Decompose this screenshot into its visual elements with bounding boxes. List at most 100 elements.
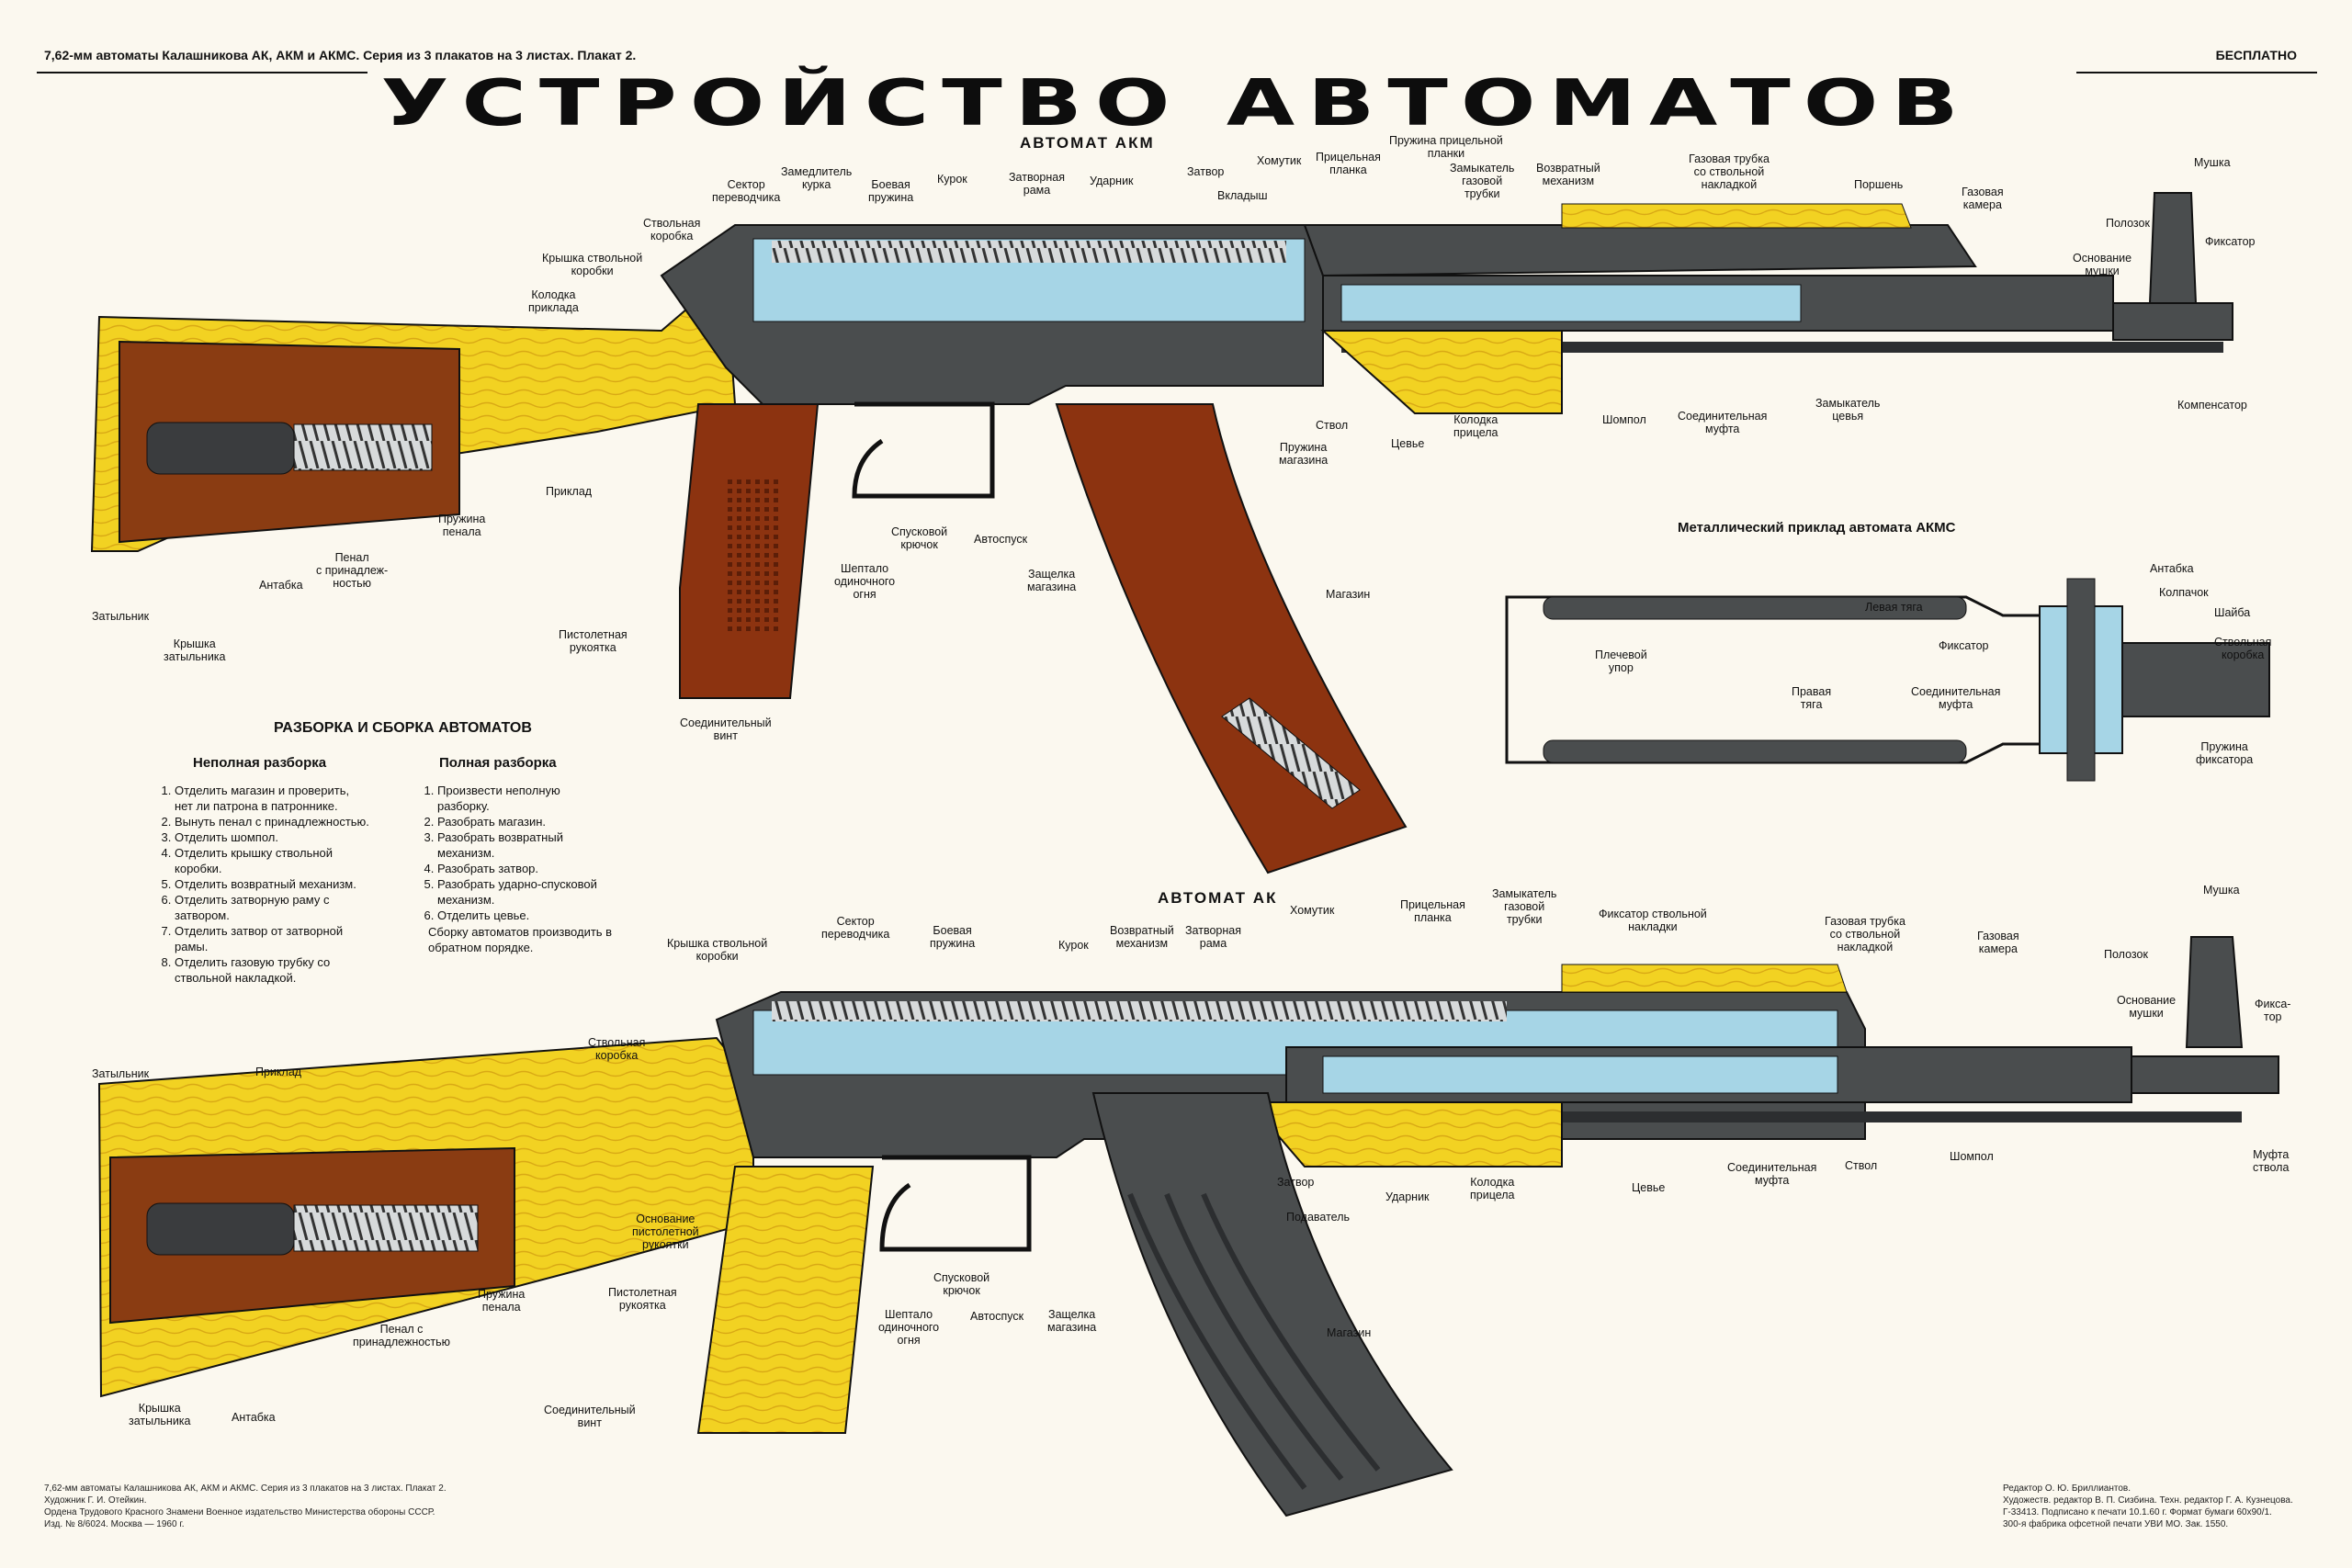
akm-label-cleaning-rod: Шомпол — [1602, 413, 1646, 426]
ak-upper-handguard — [1561, 964, 1848, 993]
akms-frame — [1505, 595, 2051, 764]
ak-lower-handguard — [1247, 1101, 1563, 1168]
akm-label-compensator: Компенсатор — [2177, 399, 2247, 412]
partial-step: Отделить крышку ствольной коробки. — [175, 845, 432, 876]
ak-rifle-drawing — [97, 936, 2279, 1517]
ak-label-auto-sear: Автоспуск — [970, 1310, 1024, 1323]
akm-label-gas-chamber: Газовая камера — [1962, 186, 2004, 211]
ak-label-oil-case: Пенал с принадлежностью — [353, 1323, 451, 1348]
akm-front-sight — [2148, 192, 2198, 304]
ak-oil-case-spring — [293, 1204, 479, 1252]
akm-label-firing-pin: Ударник — [1090, 175, 1134, 187]
footer-imprint-left: 7,62-мм автоматы Калашникова АК, АКМ и А… — [44, 1483, 447, 1529]
ak-front-sight — [2185, 936, 2244, 1048]
akms-label-receiver: Ствольная коробка — [2214, 636, 2272, 661]
ak-label-front-sight: Мушка — [2203, 884, 2240, 897]
akm-label-stock: Приклад — [546, 485, 593, 498]
akm-label-sear: Шептало одиночного огня — [834, 562, 896, 601]
ak-label-return-mechanism: Возвратный механизм — [1110, 924, 1174, 950]
ak-pistol-grip — [696, 1166, 875, 1434]
full-step: Разобрать магазин. — [437, 814, 658, 829]
akm-label-bolt: Затвор — [1187, 165, 1225, 178]
ak-label-handguard-detent: Фиксатор ствольной накладки — [1599, 908, 1707, 933]
akm-label-sight-spring: Пружина прицельной планки — [1389, 134, 1503, 160]
akm-label-front-sight: Мушка — [2194, 156, 2231, 169]
ak-label-receiver-cover: Крышка ствольной коробки — [667, 937, 768, 963]
ak-magazine-ribs — [1127, 1192, 1381, 1490]
ak-label-sear: Шептало одиночного огня — [878, 1308, 940, 1347]
akm-label-connecting-screw: Соединительный винт — [680, 716, 772, 742]
akm-magazine — [1055, 403, 1408, 874]
akm-label-selector: Сектор переводчика — [712, 178, 781, 204]
ak-label-buttplate: Затыльник — [92, 1067, 150, 1080]
akm-oil-case-spring — [293, 423, 433, 471]
ak-label-sight-leaf: Прицельная планка — [1400, 898, 1465, 924]
full-disassembly-title: Полная разборка — [439, 755, 557, 771]
akm-compensator — [2112, 302, 2233, 341]
full-step: Произвести неполную разборку. — [437, 783, 658, 814]
footer-imprint-right: Редактор О. Ю. Бриллиантов. Художеств. р… — [2003, 1483, 2293, 1529]
ak-label-gas-tube-lock: Замыкатель газовой трубки — [1492, 887, 1557, 926]
assembly-note: Сборку автоматов производить в обратном … — [428, 925, 613, 954]
partial-step: Отделить магазин и проверить, нет ли пат… — [175, 783, 432, 814]
akms-title: Металлический приклад автомата АКМС — [1678, 520, 1956, 536]
akm-label-hammer: Курок — [937, 173, 967, 186]
ak-label-stock: Приклад — [255, 1066, 302, 1078]
akm-label-hammer-retarder: Замедлитель курка — [781, 165, 853, 191]
akms-label-detent-spring: Пружина фиксатора — [2196, 740, 2254, 766]
akm-gas-tube — [1303, 224, 1977, 277]
akm-label-sling-swivel: Антабка — [259, 579, 303, 592]
ak-label-receiver: Ствольная коробка — [588, 1036, 646, 1062]
akm-grip-texture — [726, 478, 781, 634]
ak-label-detent: Фикса- тор — [2255, 998, 2291, 1023]
akms-right-rod — [1543, 739, 1967, 763]
partial-disassembly-steps: Отделить магазин и проверить, нет ли пат… — [154, 783, 432, 986]
partial-step: Отделить возвратный механизм. — [175, 876, 432, 892]
akm-label-barrel: Ствол — [1316, 419, 1349, 432]
akm-label-detent: Фиксатор — [2205, 235, 2256, 248]
partial-step: Вынуть пенал с принадлежностью. — [175, 814, 432, 829]
akm-magazine-spring — [1221, 697, 1361, 809]
ak-label-hammer: Курок — [1058, 939, 1089, 952]
akm-label-handguard-lock: Замыкатель цевья — [1815, 397, 1881, 423]
akm-return-spring — [772, 241, 1286, 263]
ak-label-connecting-screw: Соединительный винт — [544, 1404, 636, 1429]
ak-muzzle — [2131, 1055, 2279, 1094]
ak-oil-case — [146, 1202, 295, 1256]
akm-label-receiver: Ствольная коробка — [643, 217, 701, 243]
akm-label-gas-tube: Газовая трубка со ствольной накладкой — [1689, 152, 1770, 191]
ak-label-buttplate-cover: Крышка затыльника — [129, 1402, 191, 1427]
ak-label-selector: Сектор переводчика — [821, 915, 890, 941]
ak-trigger-guard — [879, 1155, 1032, 1252]
partial-step: Отделить затвор от затворной рамы. — [175, 923, 432, 954]
ak-label-bolt-carrier: Затворная рама — [1185, 924, 1241, 950]
ak-label-pistol-grip: Пистолетная рукоятка — [608, 1286, 677, 1312]
ak-label-rear-sight-block: Колодка прицела — [1470, 1176, 1515, 1201]
akm-label-magazine: Магазин — [1326, 588, 1371, 601]
akm-label-slide: Полозок — [2106, 217, 2150, 230]
akms-label-washer: Шайба — [2214, 606, 2251, 619]
assembly-title: РАЗБОРКА И СБОРКА АВТОМАТОВ — [274, 720, 532, 736]
akm-label-mag-catch: Защелка магазина — [1027, 568, 1077, 593]
ak-label-magazine: Магазин — [1327, 1326, 1372, 1339]
akm-barrel-cutaway — [1340, 284, 1802, 322]
akm-label-sight-base: Основание мушки — [2073, 252, 2132, 277]
akm-label-handguard: Цевье — [1391, 437, 1425, 450]
ak-label-cleaning-rod: Шомпол — [1950, 1150, 1994, 1163]
full-step: Разобрать ударно-спусковой механизм. — [437, 876, 658, 908]
ak-label-sling-swivel: Антабка — [232, 1411, 276, 1424]
partial-disassembly-title: Неполная разборка — [193, 755, 327, 771]
akm-label-oil-case-spring: Пружина пенала — [438, 513, 486, 538]
akms-latch — [2066, 578, 2096, 782]
akms-label-detent: Фиксатор — [1939, 639, 1989, 652]
akms-receiver-stub — [2121, 642, 2270, 717]
akm-rifle-drawing — [90, 192, 2233, 874]
full-step: Разобрать затвор. — [437, 861, 658, 876]
ak-label-barrel-sleeve: Муфта ствола — [2253, 1148, 2290, 1174]
ak-label-oil-case-spring: Пружина пенала — [478, 1288, 526, 1314]
akm-label-insert: Вкладыш — [1217, 189, 1268, 202]
akm-label-auto-sear: Автоспуск — [974, 533, 1028, 546]
akm-label-buttplate: Затыльник — [92, 610, 150, 623]
title-rule-left — [37, 72, 368, 73]
ak-label-follower: Подаватель — [1286, 1211, 1351, 1224]
